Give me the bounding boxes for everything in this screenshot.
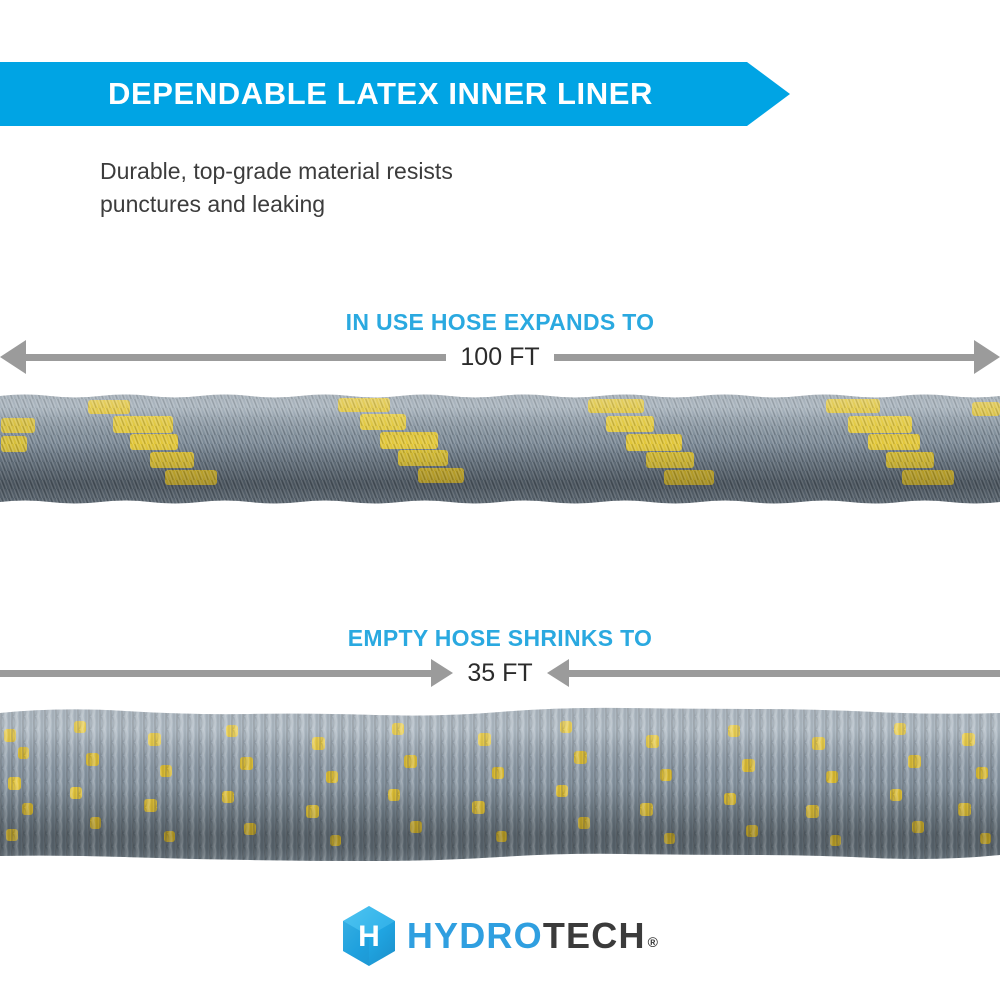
subtitle-line-1: Durable, top-grade material resists (100, 158, 453, 184)
banner-background-shape (0, 62, 790, 126)
arrow-right-inward-icon (431, 659, 454, 687)
page-title: DEPENDABLE LATEX INNER LINER (108, 76, 653, 111)
dimension-bar-left (26, 353, 447, 361)
subtitle-line-2: punctures and leaking (100, 191, 326, 217)
shrunk-dimension-value: 35 FT (467, 659, 533, 687)
arrow-right-icon (974, 340, 1000, 374)
hexagon-logo-icon: H (342, 906, 395, 966)
shrunk-dimension-row: 35 FT (0, 656, 1000, 690)
brand-wordmark: HYDRO TECH ® (407, 918, 659, 954)
arrow-left-icon (0, 340, 26, 374)
dimension-bar-right (553, 353, 975, 361)
dimension-bar-right (568, 669, 1000, 677)
expanded-hose-image (0, 390, 1000, 508)
expanded-measurement-label: IN USE HOSE EXPANDS TO (345, 309, 655, 335)
brand-secondary-text: TECH (542, 915, 646, 956)
expanded-dimension-row: 100 FT (0, 340, 1000, 374)
brand-primary-text: HYDRO (406, 915, 543, 956)
brand-logo: H HYDRO TECH ® (0, 900, 1000, 972)
arrow-left-inward-icon (546, 659, 569, 687)
svg-text:H: H (358, 920, 380, 953)
shrunk-measurement-label: EMPTY HOSE SHRINKS TO (347, 625, 653, 651)
dimension-bar-left (0, 669, 432, 677)
shrunk-hose-image (0, 703, 1000, 865)
subtitle-text: Durable, top-grade material resists punc… (100, 155, 620, 221)
registered-trademark-icon: ® (647, 934, 660, 950)
expanded-dimension-value: 100 FT (460, 343, 540, 371)
header-banner: DEPENDABLE LATEX INNER LINER (0, 62, 790, 126)
